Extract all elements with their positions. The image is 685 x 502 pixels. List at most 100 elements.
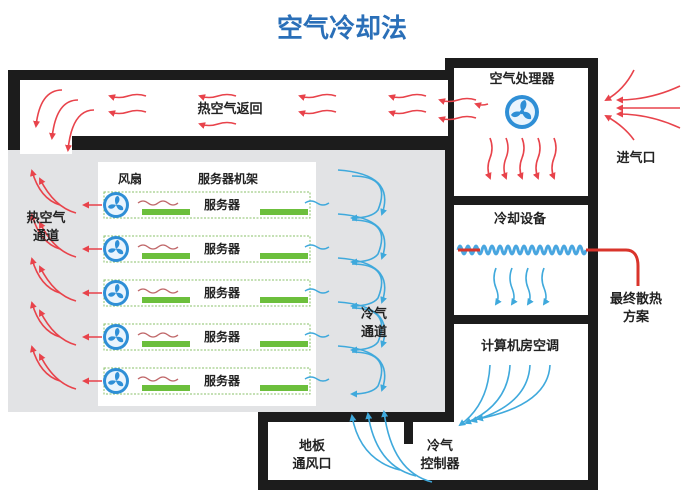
- hot-return-arrow: [438, 115, 477, 123]
- cooling-coil: [456, 244, 588, 256]
- server-fan-icon: [103, 368, 129, 394]
- server-board-bar: [142, 209, 190, 215]
- server-cold-flow: [304, 200, 330, 206]
- cold-aisle-arrow: [337, 301, 387, 348]
- inlet-arrow: [616, 110, 681, 129]
- cold-aisle-arrow: [350, 307, 383, 354]
- server-rack-label: 服务器机架: [198, 171, 258, 186]
- coil-cold-arrow: [541, 267, 550, 306]
- handler-down-arrow: [484, 137, 493, 180]
- cold-aisle-arrow: [350, 175, 383, 222]
- server-board-bar: [142, 341, 190, 347]
- cold-aisle-arrow: [350, 263, 383, 310]
- heat-rejection-line: [586, 248, 640, 286]
- hot-corner-arrow: [49, 99, 79, 140]
- server-board-bar: [260, 253, 308, 259]
- server-cold-flow: [304, 332, 330, 338]
- cold-aisle-label-line2: 通道: [361, 324, 387, 340]
- floor-divider: [404, 412, 413, 444]
- air-handler-shaft: [454, 68, 588, 480]
- hot-corner-arrow: [65, 109, 95, 152]
- cold-aisle-arrow: [350, 351, 383, 398]
- handler-down-arrow: [500, 137, 509, 180]
- server-cold-flow: [304, 376, 330, 382]
- coil-cold-arrow: [509, 267, 518, 306]
- server-board-bar: [142, 297, 190, 303]
- crac-label: 计算机房空调: [481, 338, 559, 354]
- left-duct-channel: [20, 80, 72, 154]
- shaft-divider-2: [448, 315, 598, 324]
- handler-down-arrow: [516, 137, 525, 180]
- server-label: 服务器: [204, 241, 241, 256]
- server-board-bar: [142, 385, 190, 391]
- inlet-arrow: [616, 85, 681, 104]
- hot-return-arrow: [298, 109, 337, 117]
- inlet-arrow: [604, 69, 635, 101]
- hot-corner-arrow: [33, 89, 63, 128]
- cold-aisle-arrow: [337, 257, 387, 304]
- hot-return-arrow: [108, 93, 147, 101]
- cold-aisle-arrow: [350, 219, 383, 266]
- hot-return-arrow: [198, 93, 237, 101]
- cold-aisle-arrow: [337, 169, 387, 216]
- hot-air-return-duct: [20, 80, 448, 136]
- server-label: 服务器: [204, 285, 241, 300]
- final-heat-rejection-label-line2: 方案: [623, 309, 650, 325]
- hot-aisle-arrow: [30, 213, 61, 250]
- hot-air-return-label: 热空气返回: [197, 101, 262, 117]
- hot-return-arrow: [388, 109, 427, 117]
- server-label: 服务器: [204, 373, 241, 388]
- crac-cold-arrow: [476, 364, 551, 422]
- server-board-bar: [260, 297, 308, 303]
- final-heat-rejection-label-line1: 最终散热: [610, 291, 662, 307]
- server-board-bar: [260, 341, 308, 347]
- hot-return-arrow: [298, 93, 337, 101]
- hot-aisle-arrow: [39, 265, 77, 302]
- floor-vent-label-line2: 通风口: [292, 456, 331, 472]
- hot-aisle-arrow: [30, 169, 61, 206]
- hot-aisle-arrow: [39, 309, 77, 346]
- floor-cold-arrow: [365, 412, 417, 477]
- server-warm-flow: [137, 332, 179, 338]
- server-fan-icon: [103, 192, 129, 218]
- server-board-bar: [260, 385, 308, 391]
- hot-aisle-arrow: [30, 301, 61, 338]
- hot-aisle-arrow: [39, 177, 77, 214]
- hot-aisle-arrow: [39, 353, 77, 390]
- hot-return-arrow: [108, 109, 147, 117]
- server-cold-flow: [304, 288, 330, 294]
- diagram-title: 空气冷却法: [277, 13, 407, 44]
- server-fan-icon: [103, 236, 129, 262]
- cooling-equipment-label: 冷却设备: [494, 211, 547, 227]
- server-warm-flow: [137, 288, 179, 294]
- hot-aisle-arrow: [30, 257, 61, 294]
- inlet-arrow: [604, 115, 635, 141]
- floor-vent-label-line1: 地板: [299, 438, 326, 454]
- server-warm-flow: [137, 200, 179, 206]
- server-board-bar: [260, 209, 308, 215]
- server-warm-flow: [137, 244, 179, 250]
- server-label: 服务器: [204, 329, 241, 344]
- cold-aisle-arrow: [337, 345, 387, 392]
- handler-exit-arrow: [474, 102, 489, 109]
- hot-aisle-arrow: [39, 221, 77, 258]
- server-label: 服务器: [204, 197, 241, 212]
- floor-cold-arrow: [381, 410, 433, 483]
- fan-label: 风扇: [118, 171, 142, 186]
- floor-cold-arrow: [349, 414, 401, 471]
- air-inlet-label: 进气口: [616, 150, 655, 166]
- cold-air-controller-label-line1: 冷气: [427, 438, 453, 454]
- hot-aisle-arrow: [30, 345, 61, 382]
- hot-return-arrow: [388, 93, 427, 101]
- shaft-divider-1: [448, 196, 598, 205]
- air-handler-fan-icon: [505, 95, 539, 129]
- cold-aisle-arrow: [337, 213, 387, 260]
- hot-return-arrow: [438, 97, 477, 105]
- handler-down-arrow: [532, 137, 541, 180]
- hot-aisle-label-line2: 通道: [33, 228, 59, 244]
- hot-return-arrow: [198, 121, 237, 129]
- floor-plenum: [268, 422, 458, 480]
- coil-cold-arrow: [525, 267, 534, 306]
- server-cold-flow: [304, 244, 330, 250]
